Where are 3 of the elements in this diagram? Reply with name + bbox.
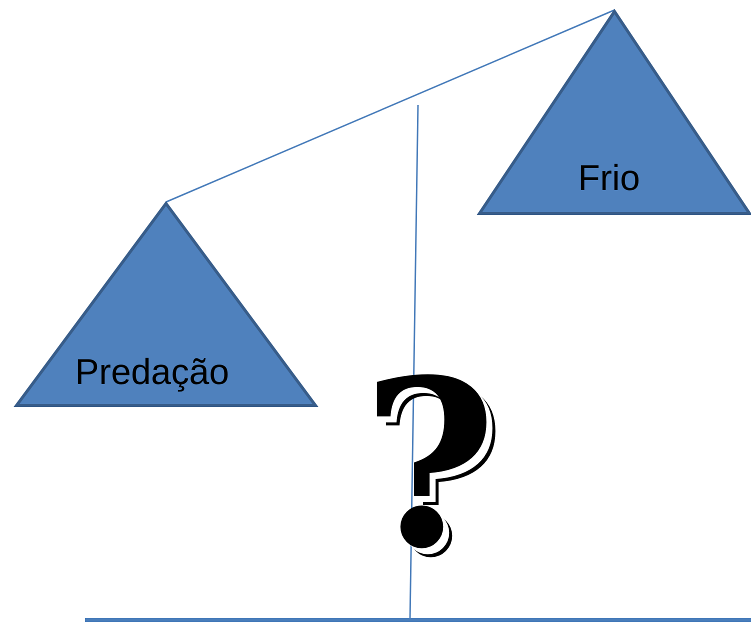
- node-label: Frio: [578, 160, 640, 196]
- beam-line: [166, 9, 615, 203]
- node-label: Predação: [75, 354, 230, 390]
